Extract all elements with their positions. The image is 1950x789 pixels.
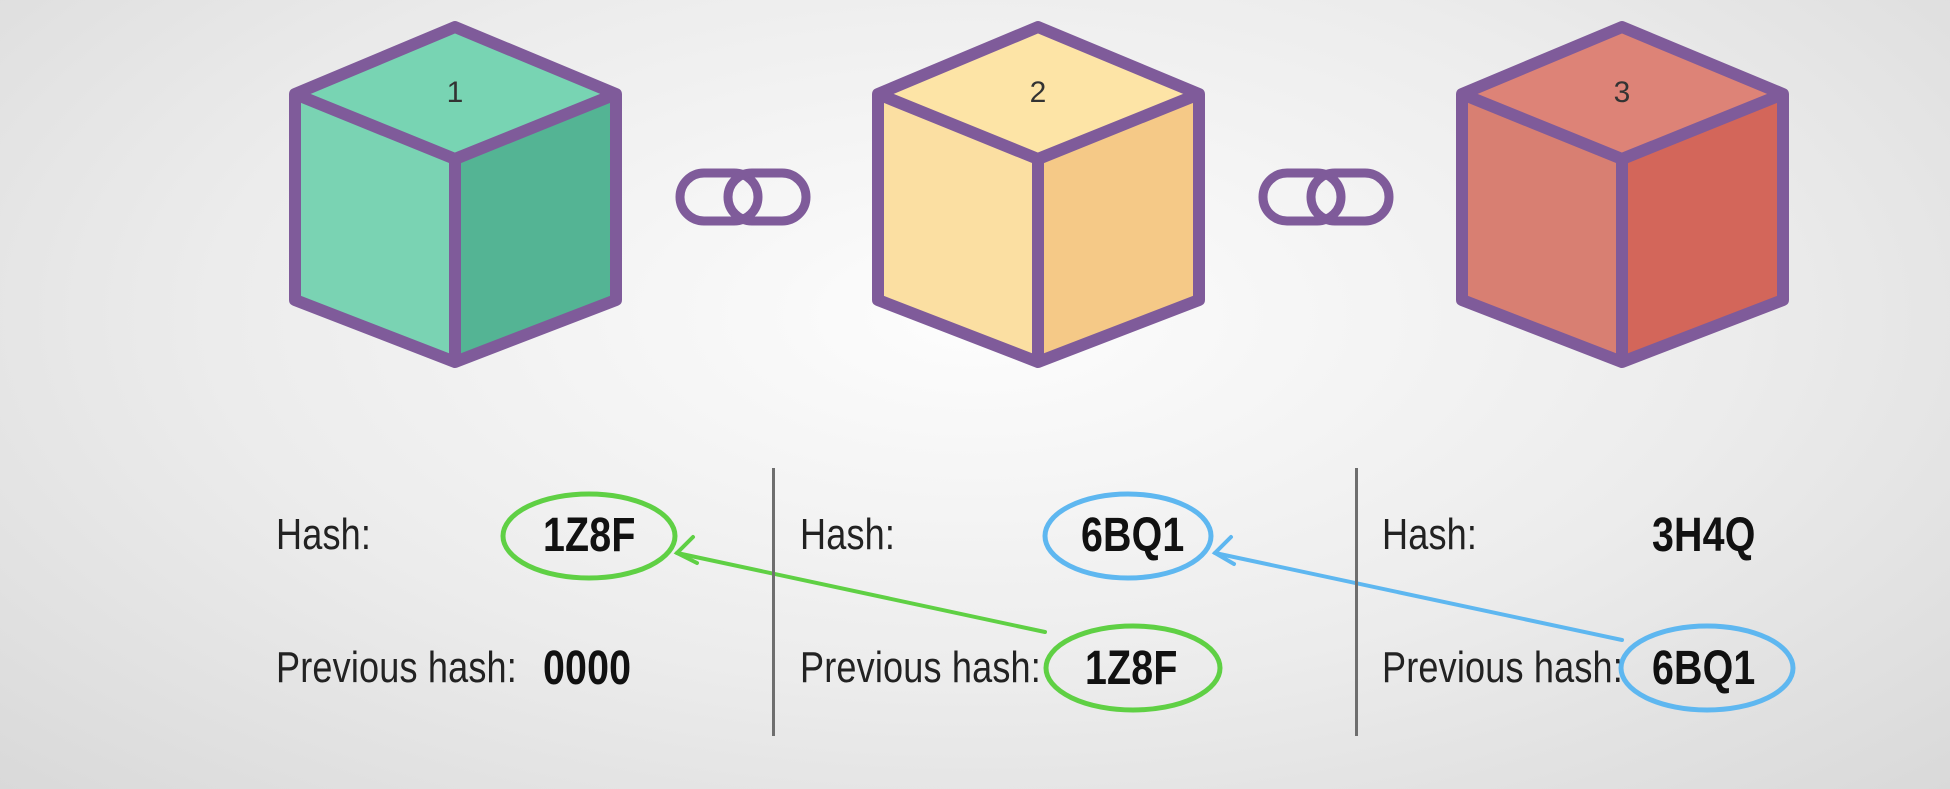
blue-arrow-icon	[1211, 535, 1624, 642]
column-divider	[1355, 468, 1358, 736]
cube-left-face	[878, 94, 1038, 362]
block-3-prev-hash-label: Previous hash:	[1382, 643, 1623, 692]
cube-left-face	[1462, 94, 1622, 362]
chain-link-icon	[675, 168, 811, 226]
block-2-hash-label: Hash:	[800, 510, 896, 559]
cube-right-face	[455, 94, 616, 362]
hash-1-highlight-ellipse	[500, 491, 678, 581]
cube-right-face	[1038, 94, 1199, 362]
block-1-number: 1	[447, 76, 464, 109]
hash-2-highlight-ellipse	[1042, 491, 1214, 581]
block-3-hash-label: Hash:	[1382, 510, 1478, 559]
block-1-prev-hash-value: 0000	[543, 642, 632, 695]
block-3-hash-value: 3H4Q	[1652, 509, 1756, 562]
cube-outline	[1456, 21, 1789, 368]
block-3-prev-hash-value: 6BQ1	[1652, 642, 1756, 695]
block-1-cube-icon: 1	[289, 21, 622, 368]
chain-link-icon	[1258, 168, 1394, 226]
block-2-cube-icon: 2	[872, 21, 1205, 368]
block-2-number: 2	[1030, 76, 1047, 109]
block-3-number: 3	[1614, 76, 1631, 109]
cube-left-face	[295, 94, 455, 362]
cube-outline	[289, 21, 622, 368]
cube-right-face	[1622, 94, 1783, 362]
block-1-prev-hash-label: Previous hash:	[276, 643, 517, 692]
block-2-prev-hash-label: Previous hash:	[800, 643, 1041, 692]
prev-hash-3-highlight-ellipse	[1618, 623, 1796, 713]
block-3-cube-icon: 3	[1456, 21, 1789, 368]
block-1-hash-value: 1Z8F	[543, 509, 636, 562]
block-2-hash-value: 6BQ1	[1081, 509, 1185, 562]
green-arrow-icon	[673, 535, 1047, 634]
block-2-prev-hash-value: 1Z8F	[1085, 642, 1178, 695]
prev-hash-2-highlight-ellipse	[1043, 623, 1223, 713]
column-divider	[772, 468, 775, 736]
block-1-hash-label: Hash:	[276, 510, 372, 559]
cube-outline	[872, 21, 1205, 368]
